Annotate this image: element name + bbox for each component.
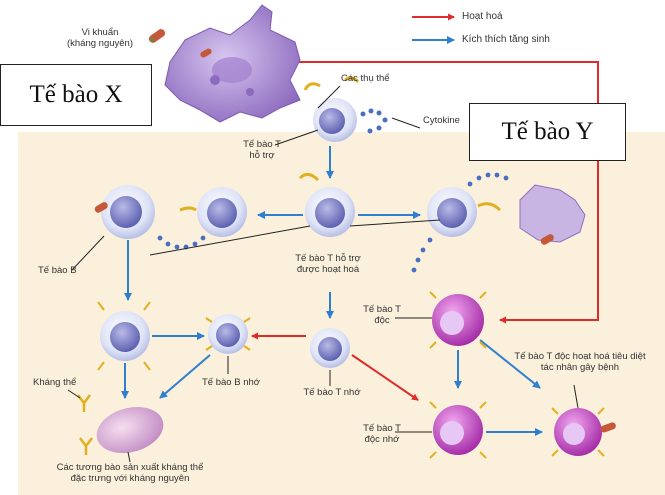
cytotoxic-t-cell bbox=[432, 294, 484, 346]
cell-y-box: Tế bào Y bbox=[469, 103, 626, 161]
memory-b-label: Tế bào B nhớ bbox=[202, 377, 260, 388]
memory-t-label: Tế bào T nhớ bbox=[303, 387, 361, 398]
legend-stimulate-label: Kích thích tăng sinh bbox=[462, 34, 550, 45]
helper-t-label: Tế bào T hỗ trợ bbox=[243, 139, 281, 161]
cytotoxic-t-label: Tế bào T độc bbox=[363, 304, 401, 326]
b-cell-label: Tế bào B bbox=[38, 265, 77, 276]
memory-t-cell bbox=[310, 328, 350, 368]
receptors-label: Các thụ thể bbox=[341, 73, 390, 84]
activated-helper-t-cell bbox=[305, 187, 355, 237]
plasma-cell bbox=[96, 406, 164, 454]
killer-label: Tế bào T độc hoạt hoá tiêu diệt tác nhân… bbox=[514, 351, 646, 373]
bacteria-icon bbox=[148, 29, 166, 43]
memory-cytotoxic-label: Tế bào T độc nhớ bbox=[363, 423, 401, 445]
cell-x-box: Tế bào X bbox=[0, 64, 152, 126]
memory-b-cell bbox=[208, 314, 248, 354]
infected-cell bbox=[519, 184, 586, 243]
cytokine-dots bbox=[360, 108, 388, 134]
activated-cytotoxic-t-cell bbox=[554, 408, 616, 456]
legend-activate-label: Hoạt hoá bbox=[462, 11, 503, 22]
b-cell-proliferated bbox=[100, 311, 150, 361]
cytokine-label: Cytokine bbox=[423, 115, 460, 126]
helper-t-cell-left bbox=[197, 187, 247, 237]
memory-cytotoxic-t-cell bbox=[433, 405, 483, 455]
activation-path bbox=[298, 61, 599, 324]
antibody-icon bbox=[77, 394, 93, 455]
plasma-cell-label: Các tương bào sản xuất kháng thể đặc trư… bbox=[56, 462, 204, 484]
helper-t-cell bbox=[313, 98, 357, 142]
b-cell bbox=[94, 185, 155, 239]
activated-helper-label: Tế bào T hỗ trợ được hoạt hoá bbox=[295, 253, 361, 275]
antibody-label: Kháng thể bbox=[33, 377, 77, 388]
bacteria-label: Vi khuẩn (kháng nguyên) bbox=[66, 27, 134, 49]
helper-t-cell-right bbox=[427, 187, 477, 237]
